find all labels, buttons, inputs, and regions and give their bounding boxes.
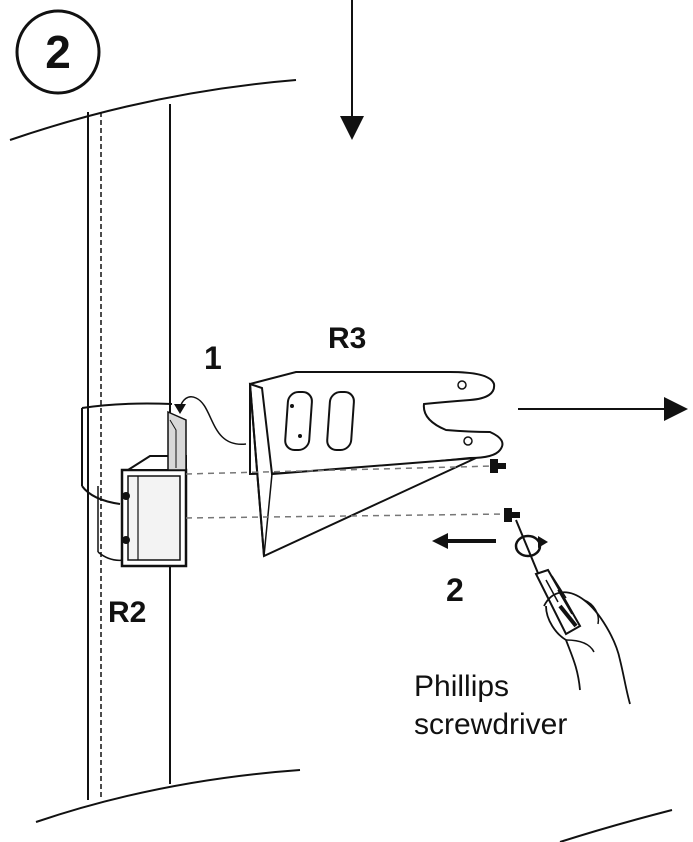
left-arrow-icon — [432, 533, 496, 549]
frame-curve-bottom — [35, 769, 301, 823]
alignment-line-upper — [185, 465, 495, 475]
motion-arrow-1-head-icon — [174, 404, 186, 414]
step-number: 2 — [45, 26, 71, 78]
alignment-line-lower — [185, 513, 507, 519]
label-bracket-r3: R3 — [328, 322, 367, 355]
screwdriver-icon — [515, 519, 582, 636]
pole — [87, 104, 171, 800]
bracket-r3 — [248, 371, 504, 558]
tool-label-line1: Phillips — [414, 670, 510, 703]
label-clamp-r2: R2 — [108, 596, 147, 629]
frame-curve-top — [9, 79, 297, 141]
clamp-block-r2 — [120, 410, 188, 568]
tool-label: Phillips screwdriver — [414, 668, 567, 744]
down-arrow-icon — [340, 0, 364, 140]
screw-upper-icon — [490, 459, 506, 473]
rotation-arrow-icon — [514, 534, 548, 558]
tool-label-line2: screwdriver — [414, 708, 568, 741]
label-action-2: 2 — [446, 572, 464, 608]
motion-arrow-1 — [179, 396, 247, 445]
frame-curve-bottom-right — [559, 809, 673, 842]
screw-lower-icon — [504, 508, 520, 522]
label-action-1: 1 — [204, 340, 222, 376]
step-circle — [15, 9, 101, 95]
right-arrow-icon — [518, 397, 688, 421]
hand-icon — [543, 591, 631, 705]
